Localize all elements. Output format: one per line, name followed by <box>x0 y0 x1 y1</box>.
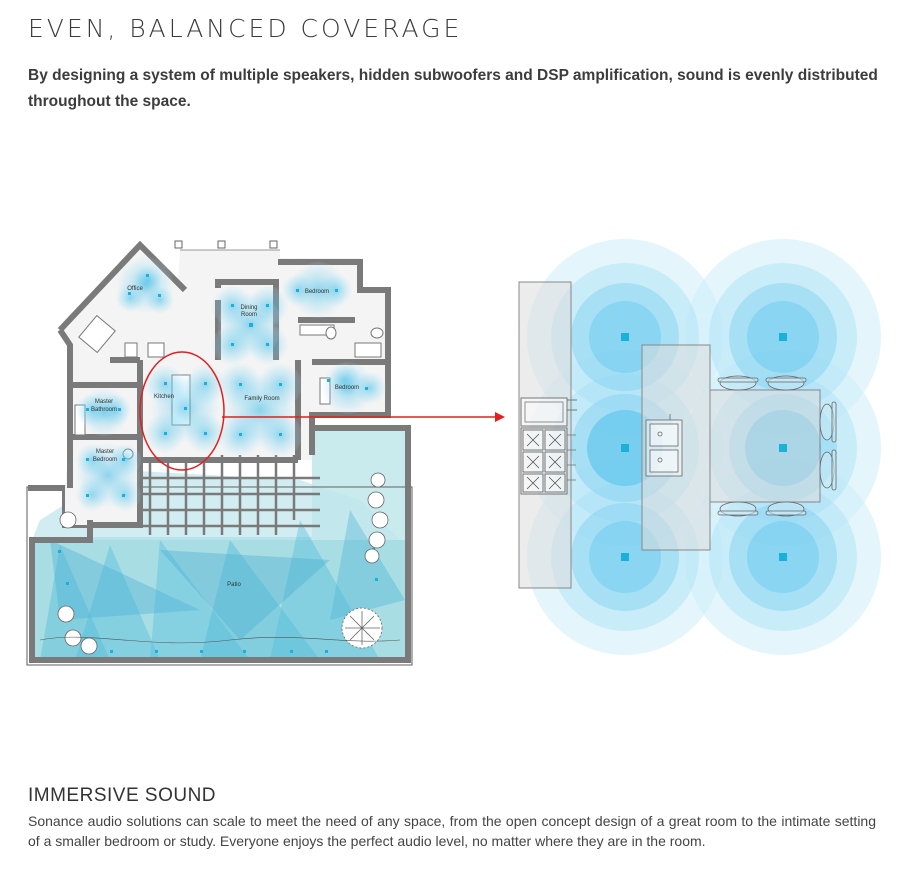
page-title: EVEN, BALANCED COVERAGE <box>28 14 463 43</box>
section-body: Sonance audio solutions can scale to mee… <box>28 813 876 849</box>
label-kitchen: Kitchen <box>154 394 174 400</box>
label-master-bed-1: Master <box>96 449 114 455</box>
section-heading: IMMERSIVE SOUND <box>28 785 217 806</box>
lead-paragraph: By designing a system of multiple speake… <box>28 67 878 110</box>
label-dining-2: Room <box>241 312 257 318</box>
detail-speakers <box>621 333 787 561</box>
label-office: Office <box>127 286 143 292</box>
label-master-bath-1: Master <box>95 399 113 405</box>
back-counter-sink <box>520 397 568 427</box>
label-master-bed-2: Bedroom <box>93 457 117 463</box>
room-speakers <box>58 274 378 653</box>
label-master-bath-2: Bathroom <box>91 407 117 413</box>
pergola <box>140 455 320 535</box>
speaker-2 <box>779 333 787 341</box>
speaker-1 <box>621 333 629 341</box>
landscaping <box>57 472 389 655</box>
speaker-3 <box>621 444 629 452</box>
kitchen-highlight <box>139 351 225 471</box>
label-family-room: Family Room <box>244 396 279 402</box>
label-dining-1: Dining <box>240 305 257 311</box>
dining-chairs <box>717 375 837 517</box>
island <box>641 344 711 551</box>
floor-plan: Office Dining Room Bedroom Kitchen Famil… <box>26 240 413 666</box>
porch-columns <box>174 240 280 251</box>
label-patio: Patio <box>227 582 241 588</box>
cooktop <box>520 427 568 495</box>
kitchen-detail <box>518 239 881 655</box>
zoom-arrow <box>222 412 505 422</box>
garden-path <box>39 636 401 644</box>
speaker-6 <box>779 553 787 561</box>
island-sink <box>645 414 683 477</box>
dining-table <box>709 389 821 503</box>
speaker-5 <box>621 553 629 561</box>
label-bedroom-right: Bedroom <box>335 385 359 391</box>
label-bedroom-top: Bedroom <box>305 289 329 295</box>
speaker-4 <box>779 444 787 452</box>
